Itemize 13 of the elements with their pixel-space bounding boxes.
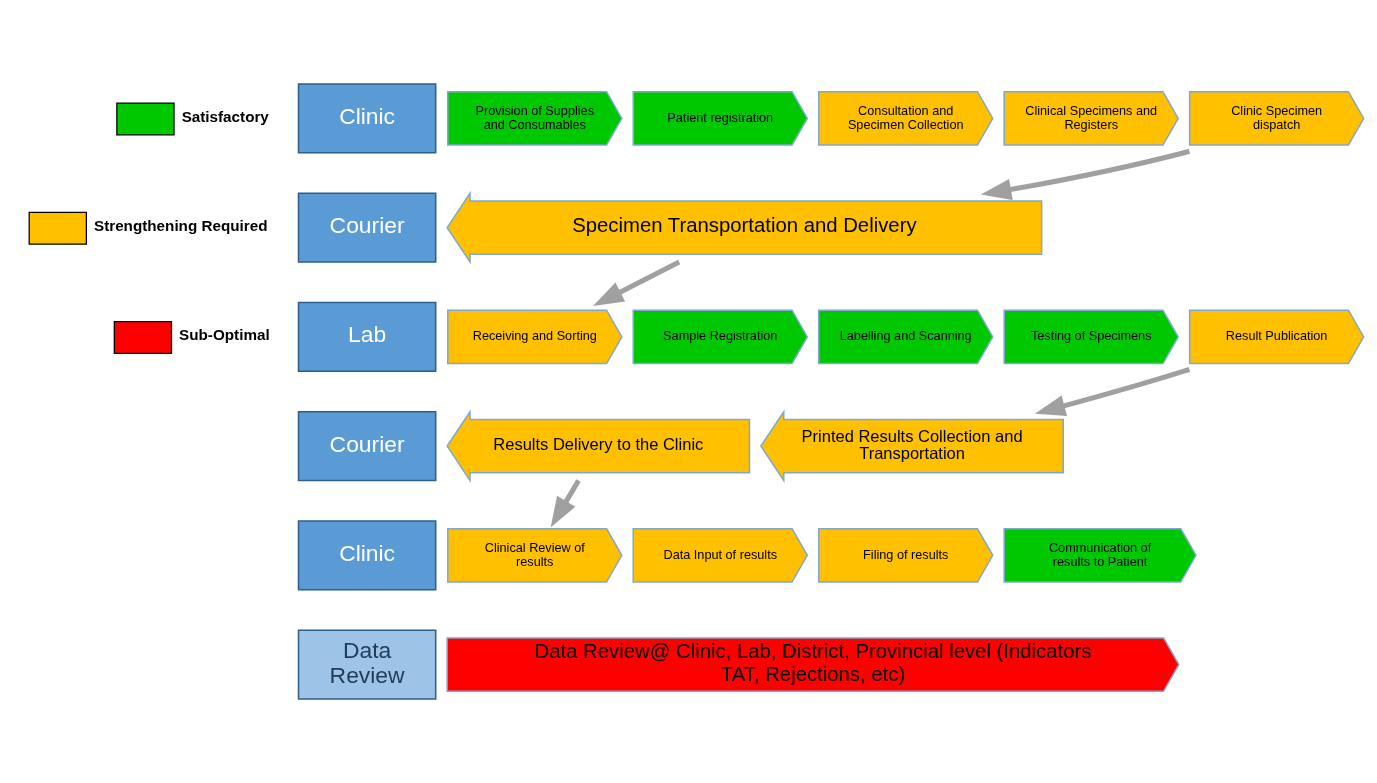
node-box: Clinic	[297, 83, 437, 154]
legend-label: Satisfactory	[181, 107, 269, 125]
node-box: Courier	[297, 411, 437, 482]
node-box: Data Review	[297, 629, 437, 700]
arrow	[1034, 367, 1191, 417]
arrow	[550, 479, 581, 528]
legend-label: Sub-Optimal	[179, 326, 270, 344]
legend-label: Strengthening Required	[93, 216, 268, 234]
node-box: Courier	[297, 192, 437, 263]
node-box: Clinic	[297, 520, 437, 591]
arrow	[980, 148, 1191, 200]
node-box: Lab	[297, 301, 437, 372]
arrow	[593, 259, 681, 306]
